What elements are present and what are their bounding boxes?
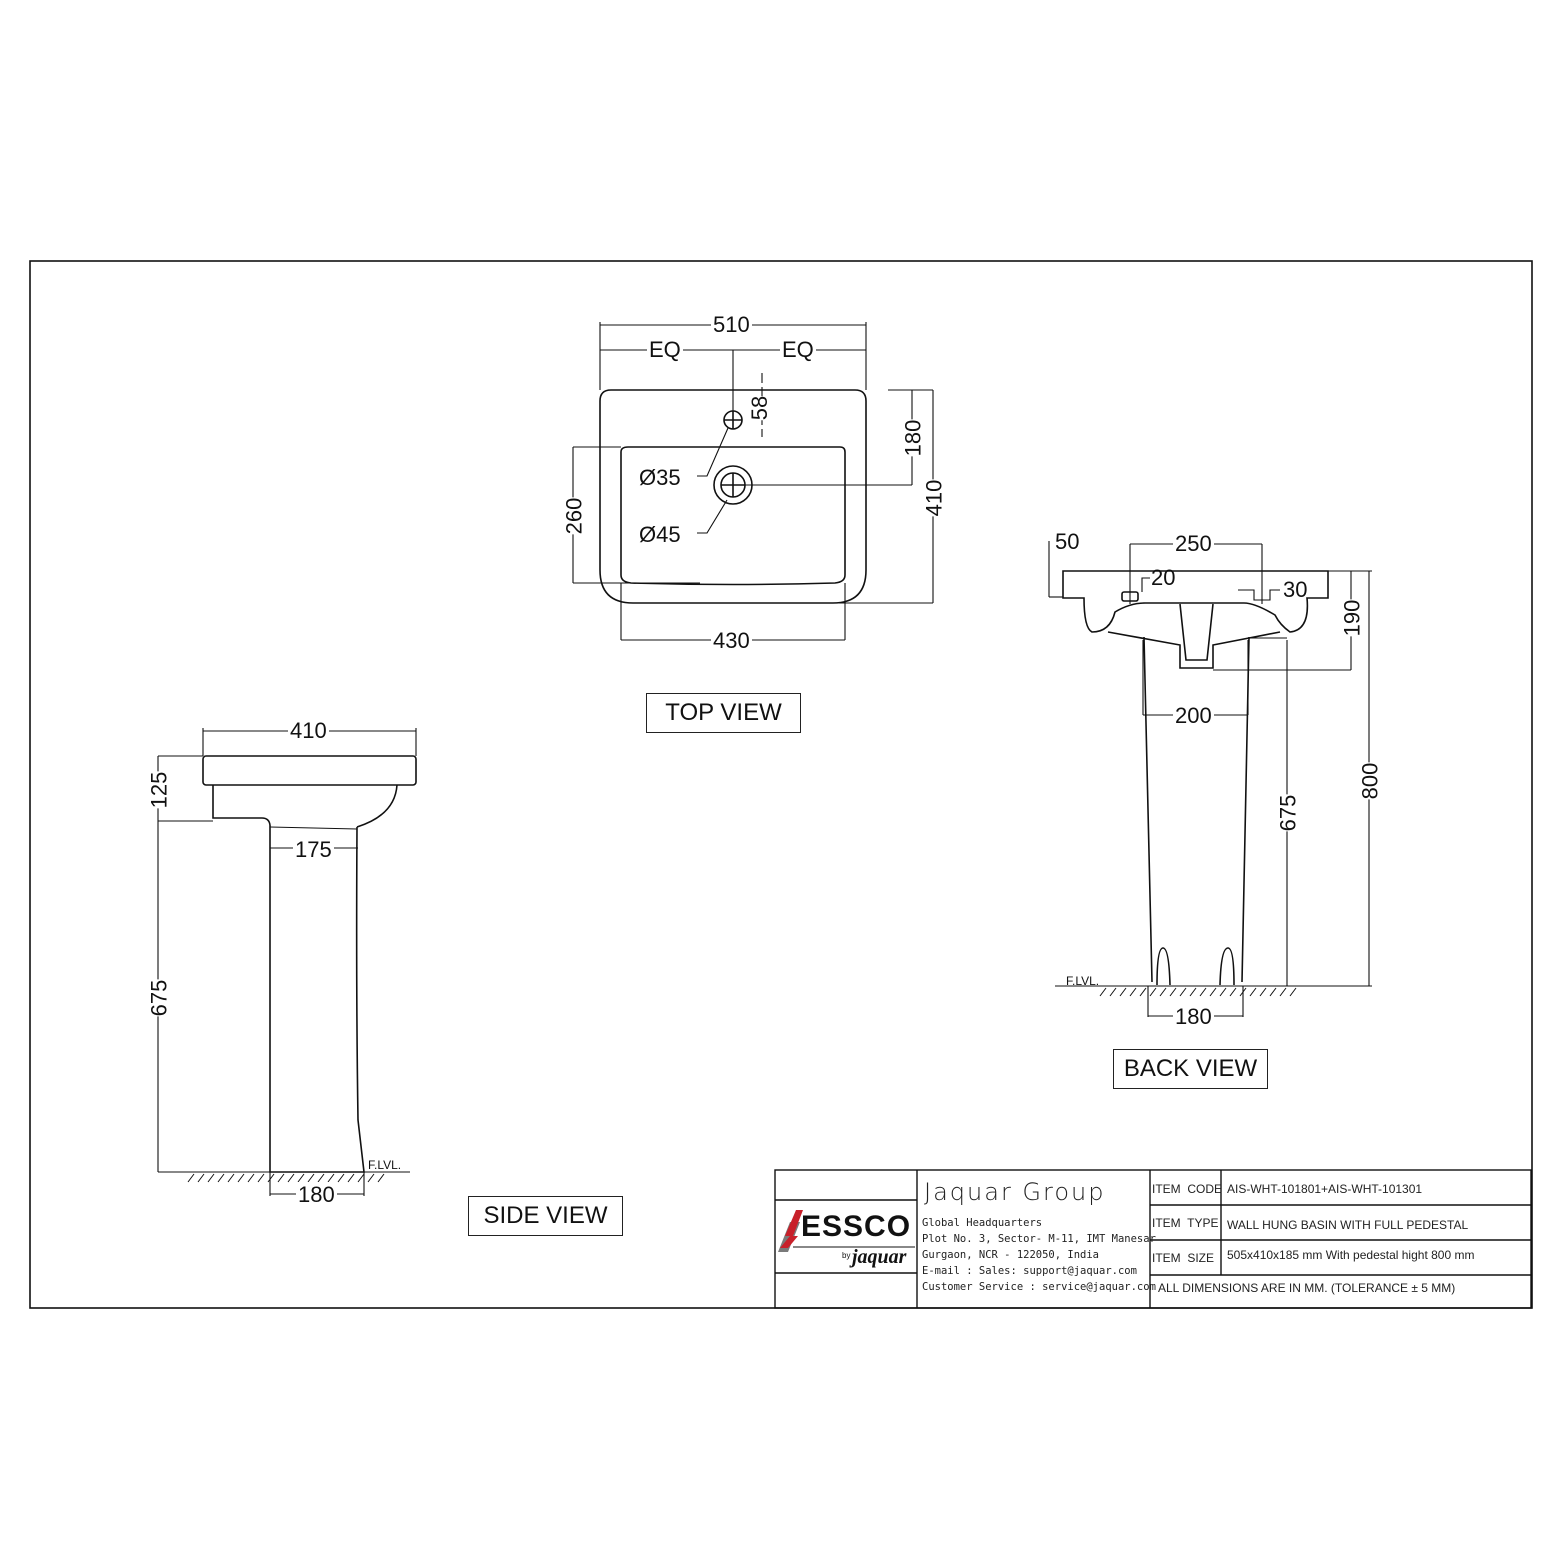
dim-side-180: 180 — [296, 1182, 337, 1208]
item-type-key: ITEM TYPE — [1152, 1216, 1219, 1230]
dim-top-430: 430 — [711, 628, 752, 654]
side-view-drawing — [157, 728, 417, 1196]
dim-back-20: 20 — [1151, 565, 1176, 590]
dim-side-675: 675 — [146, 979, 173, 1017]
dim-back-200: 200 — [1173, 703, 1214, 729]
title-block-grid — [774, 1169, 1532, 1309]
address-line: Customer Service : service@jaquar.com — [922, 1281, 1156, 1293]
address-line: E-mail : Sales: support@jaquar.com — [922, 1265, 1137, 1277]
top-view-label: TOP VIEW — [646, 693, 801, 733]
back-view-label: BACK VIEW — [1113, 1049, 1268, 1089]
dim-tap-hole: Ø35 — [639, 465, 681, 490]
dim-top-260: 260 — [561, 497, 588, 535]
back-view-drawing — [1048, 541, 1372, 1017]
company-address: Global Headquarters Plot No. 3, Sector- … — [922, 1215, 1156, 1295]
dim-top-eq-right: EQ — [780, 337, 816, 363]
back-floor-level: F.LVL. — [1066, 974, 1100, 988]
dim-top-eq-left: EQ — [647, 337, 683, 363]
item-code-value: AIS-WHT-101801+AIS-WHT-101301 — [1227, 1182, 1423, 1196]
address-line: Plot No. 3, Sector- M-11, IMT Manesar — [922, 1233, 1156, 1245]
dim-back-50: 50 — [1055, 529, 1080, 554]
jaquar-logo-text: jaquar — [852, 1246, 907, 1268]
item-size-value: 505x410x185 mm With pedestal hight 800 m… — [1227, 1248, 1475, 1262]
dim-side-410: 410 — [288, 718, 329, 744]
dim-back-800: 800 — [1357, 762, 1384, 800]
dimensions-note: ALL DIMENSIONS ARE IN MM. (TOLERANCE ± 5… — [1158, 1281, 1456, 1295]
dim-back-30: 30 — [1283, 577, 1308, 602]
item-code-key: ITEM CODE — [1152, 1182, 1223, 1196]
side-view-label: SIDE VIEW — [468, 1196, 623, 1236]
side-floor-level: F.LVL. — [368, 1158, 402, 1172]
essco-logo-text: ESSCO — [801, 1210, 912, 1243]
essco-logo-mark — [778, 1210, 803, 1252]
item-size-key: ITEM SIZE — [1152, 1251, 1215, 1265]
dim-top-510: 510 — [711, 312, 752, 338]
logo-prefix: by — [842, 1251, 851, 1260]
dim-top-180: 180 — [900, 419, 927, 457]
dim-back-675: 675 — [1275, 794, 1302, 832]
item-type-value: WALL HUNG BASIN WITH FULL PEDESTAL — [1227, 1218, 1469, 1232]
dim-back-180: 180 — [1173, 1004, 1214, 1030]
company-name: Jaquar Group — [924, 1178, 1106, 1206]
dim-back-190: 190 — [1339, 599, 1366, 637]
dim-side-175: 175 — [293, 837, 334, 863]
dim-top-410: 410 — [921, 479, 948, 517]
dim-top-58: 58 — [747, 395, 774, 421]
dim-waste-hole: Ø45 — [639, 522, 681, 547]
dim-back-250: 250 — [1173, 531, 1214, 557]
dim-side-125: 125 — [146, 771, 173, 809]
top-view-drawing — [572, 322, 934, 641]
address-line: Gurgaon, NCR - 122050, India — [922, 1249, 1100, 1261]
address-line: Global Headquarters — [922, 1217, 1043, 1229]
